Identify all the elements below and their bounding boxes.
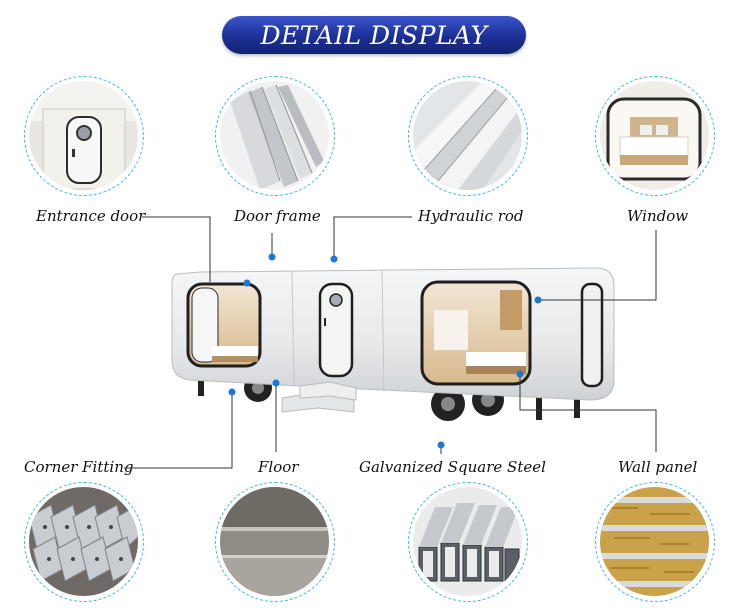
label-door-frame: Door frame [234, 207, 321, 225]
hydraulic-rod-photo [408, 76, 528, 196]
corner-fitting-photo [24, 482, 144, 602]
label-wall-panel: Wall panel [618, 458, 698, 476]
label-entrance-door: Entrance door [36, 207, 146, 225]
label-floor: Floor [258, 458, 299, 476]
label-corner-fitting: Corner Fitting [24, 458, 134, 476]
galvanized-steel-photo [408, 482, 528, 602]
title-banner: DETAIL DISPLAY [222, 16, 526, 54]
label-hydraulic-rod: Hydraulic rod [418, 207, 524, 225]
wall-panel-photo [595, 482, 715, 602]
entrance-door-photo [24, 76, 144, 196]
page-title: DETAIL DISPLAY [260, 20, 488, 50]
label-galvanized-steel: Galvanized Square Steel [359, 458, 546, 476]
window-photo [595, 76, 715, 196]
floor-photo [215, 482, 335, 602]
door-frame-photo [215, 76, 335, 196]
label-window: Window [627, 207, 689, 225]
